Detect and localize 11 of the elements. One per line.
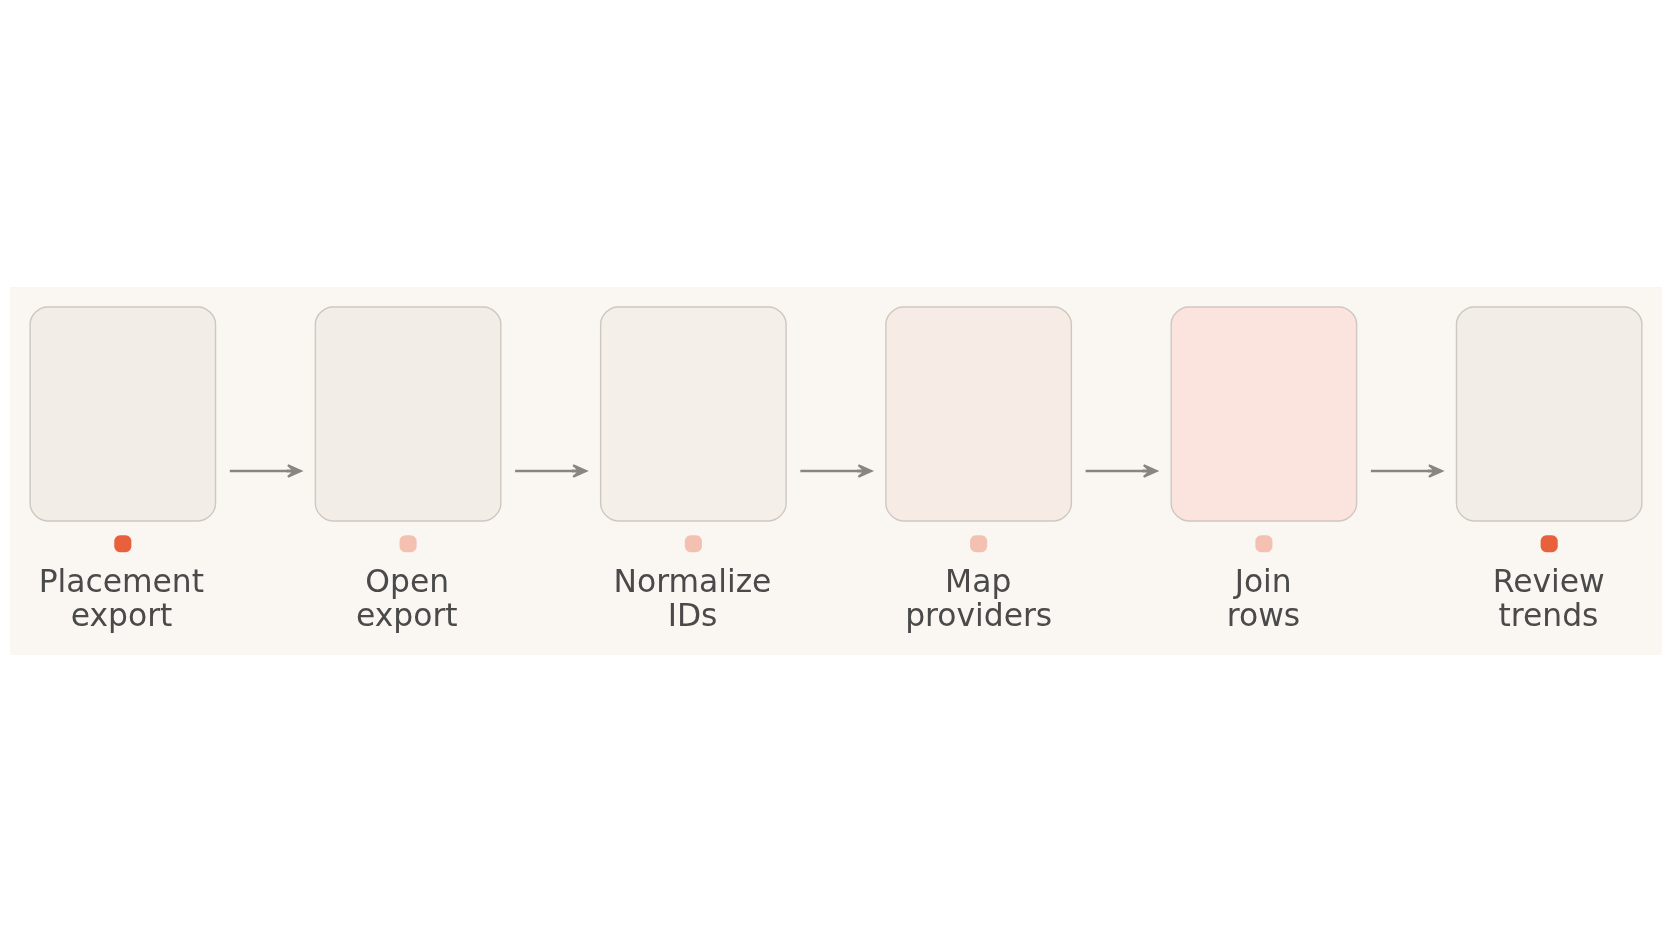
arrow	[800, 463, 873, 478]
node-label: Normalize IDs	[613, 562, 772, 633]
node-label: Join rows	[1226, 562, 1301, 633]
arrow	[229, 463, 302, 478]
node-label: Map providers	[905, 562, 1053, 633]
arrow	[515, 463, 588, 478]
arrow	[1370, 463, 1443, 478]
arrow	[1085, 463, 1158, 478]
node-label: Open export	[356, 562, 458, 633]
node-label: Placement export	[38, 562, 205, 633]
node-label: Review trends	[1492, 562, 1605, 633]
